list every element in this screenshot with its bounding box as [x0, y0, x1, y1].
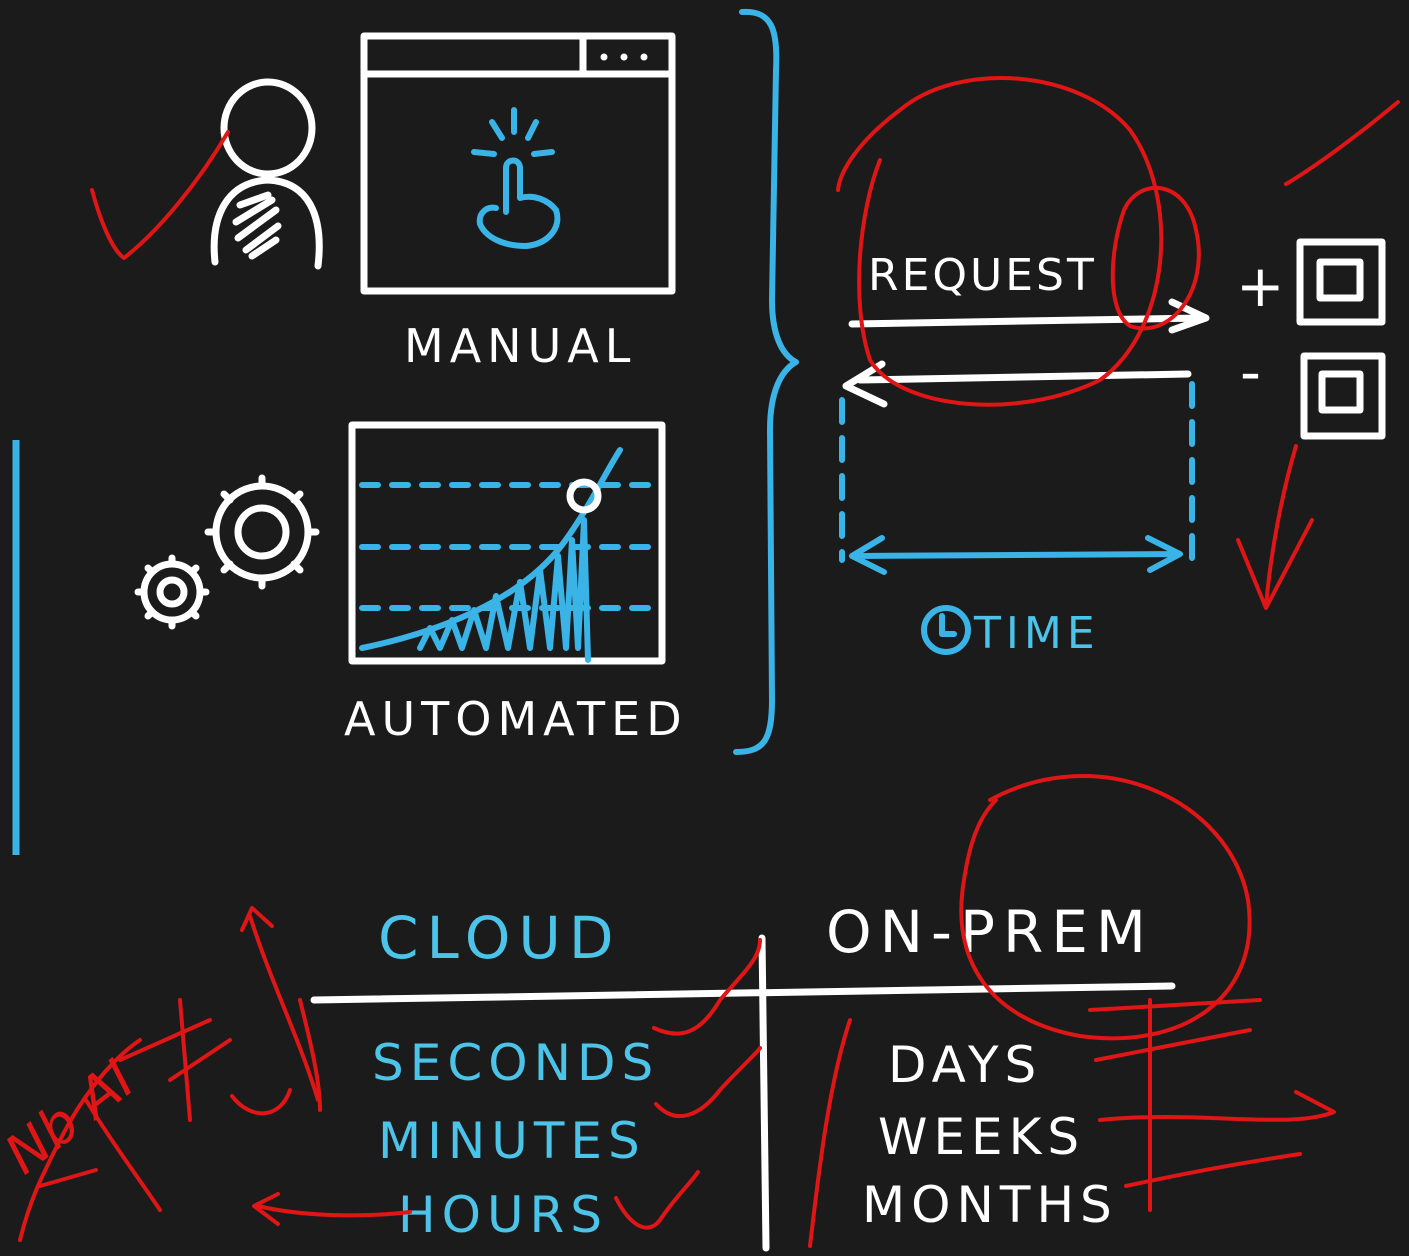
- onprem-row-days: DAYS: [888, 1036, 1042, 1094]
- arrow-left-hours: [252, 1192, 412, 1226]
- checkmark-person: [90, 130, 230, 260]
- table-horizontal-rule: [310, 982, 1176, 1004]
- time-span-arrow: [849, 535, 1183, 575]
- checkmark-seconds: [652, 938, 762, 1036]
- clock-icon: [921, 605, 971, 655]
- cloud-row-seconds: SECONDS: [372, 1034, 659, 1092]
- onprem-row-months: MONTHS: [862, 1176, 1118, 1234]
- strike-onprem-rows: [1088, 998, 1336, 1212]
- checkmark-hours: [614, 1170, 700, 1230]
- table-vertical-rule: [758, 934, 770, 1252]
- server-plus-icon: [1296, 238, 1386, 326]
- curly-brace: [733, 8, 799, 755]
- mark-onprem-left: [808, 1018, 852, 1248]
- circle-request-small: [1110, 185, 1201, 331]
- circle-request: [836, 76, 1164, 407]
- response-arrow: [842, 360, 1192, 408]
- arrow-down-right: [1236, 444, 1314, 610]
- onprem-header: ON-PREM: [826, 898, 1154, 966]
- handwritten-scribble: [18, 998, 322, 1242]
- checkmark-top-right: [1284, 100, 1400, 186]
- browser-window-icon: [360, 32, 676, 295]
- red-annotations: Nb AI: [0, 76, 1400, 1248]
- circle-onprem: [959, 774, 1252, 1041]
- time-label: TIME: [973, 608, 1100, 659]
- arrow-up-left: [240, 906, 320, 1102]
- minus-sign: -: [1240, 338, 1261, 406]
- handwritten-scribble-text: Nb AI: [0, 1048, 146, 1187]
- manual-label: MANUAL: [404, 319, 636, 373]
- click-hand-icon: [471, 107, 561, 249]
- server-minus-icon: [1300, 352, 1386, 440]
- growth-chart-icon: [348, 421, 666, 665]
- checkmark-minutes: [654, 1046, 762, 1119]
- onprem-row-weeks: WEEKS: [878, 1108, 1085, 1166]
- request-label: REQUEST: [868, 250, 1097, 301]
- person-icon: [210, 78, 323, 270]
- gears-icon: [134, 474, 320, 630]
- cloud-row-hours: HOURS: [398, 1186, 608, 1244]
- cloud-row-minutes: MINUTES: [378, 1112, 646, 1170]
- automated-label: AUTOMATED: [344, 692, 688, 746]
- cloud-header: CLOUD: [378, 904, 622, 972]
- plus-sign: +: [1236, 252, 1285, 320]
